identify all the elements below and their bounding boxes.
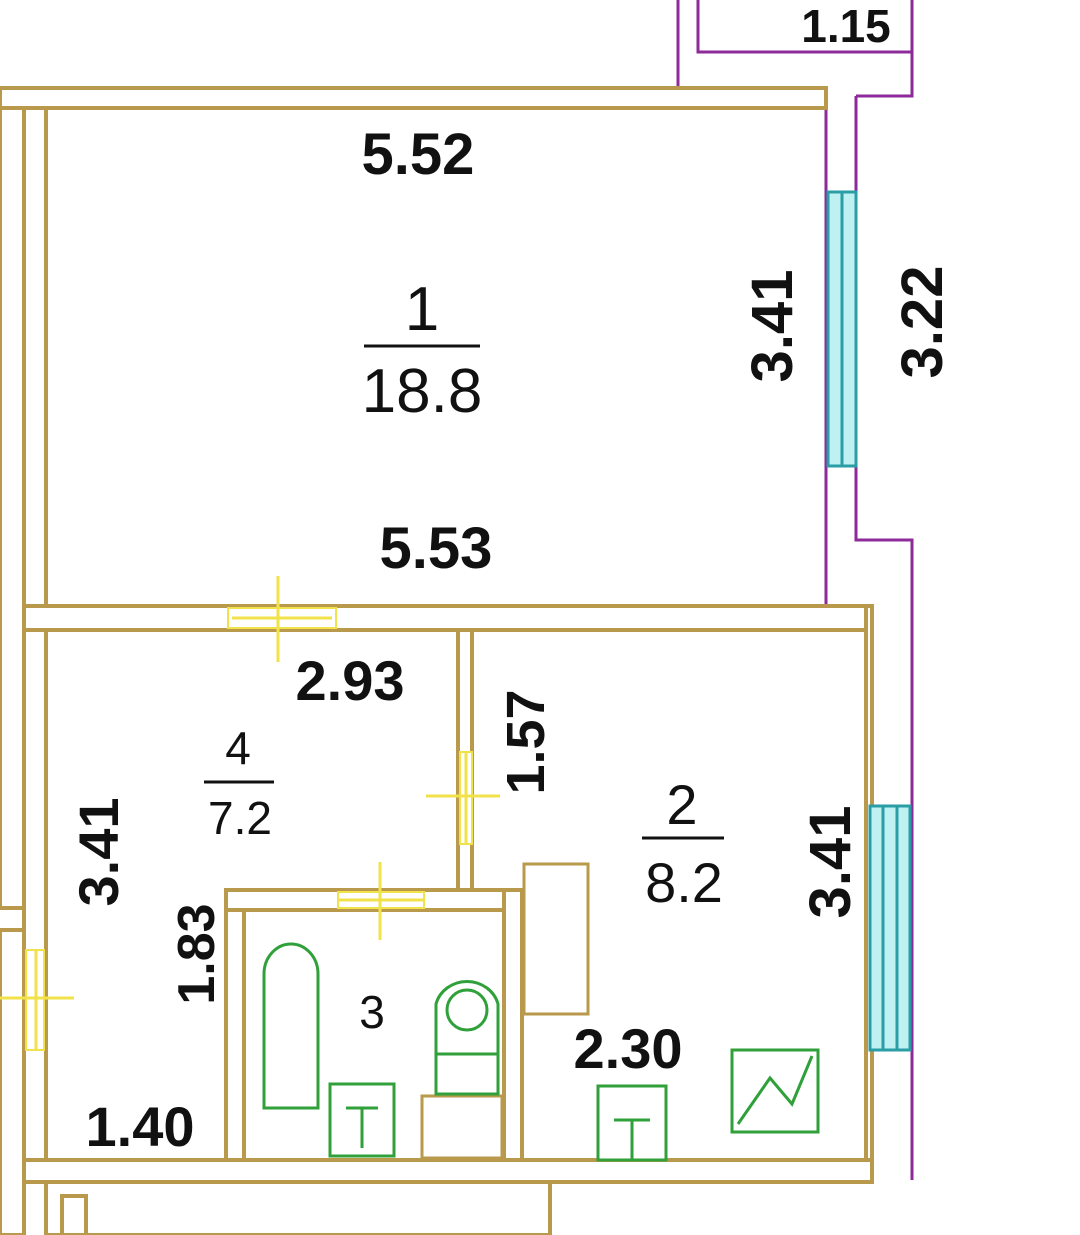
bath-cabinet — [420, 1094, 504, 1160]
dim-corridor-wall: 1.57 — [496, 689, 556, 794]
left-outer-wall-lower — [0, 928, 26, 1235]
room-area-2: 8.2 — [645, 851, 723, 914]
dim-balcony-width: 1.15 — [801, 0, 891, 52]
stove-icon — [730, 1048, 820, 1134]
bathtub-icon — [262, 942, 320, 1110]
left-outer-wall-segment — [0, 106, 26, 910]
kitchen-cabinet — [522, 862, 590, 1016]
dim-hall-top: 2.93 — [296, 649, 405, 712]
top-wall — [0, 86, 828, 110]
dimensions: 1.15 5.52 5.53 3.41 3.22 2.93 3.41 1.40 … — [67, 0, 955, 1158]
door-entrance — [0, 949, 74, 1051]
left-wall-room1 — [22, 106, 48, 610]
room-number-2: 2 — [666, 773, 697, 836]
room-label-2: 2 8.2 — [642, 773, 724, 914]
room-label-4: 4 7.2 — [204, 722, 274, 844]
room-area-1: 18.8 — [362, 357, 483, 426]
room-label-1: 1 18.8 — [362, 275, 483, 426]
dim-hall-left: 3.41 — [67, 798, 130, 907]
room-number-1: 1 — [405, 275, 439, 344]
room-label-3: 3 — [359, 986, 385, 1038]
door-room1 — [227, 576, 337, 662]
window-room2 — [868, 804, 912, 1052]
dim-outer-right: 3.22 — [890, 266, 955, 379]
dim-room1-right: 3.41 — [740, 270, 805, 383]
lower-wall-next-unit — [44, 1180, 552, 1235]
room-labels: 1 18.8 2 8.2 3 4 7.2 — [204, 275, 724, 1038]
door-bathroom — [337, 862, 425, 940]
bath-right-wall — [502, 888, 524, 1162]
left-wall-hall — [22, 628, 48, 1162]
mid-horizontal-wall — [22, 604, 872, 632]
bottom-wall — [22, 1158, 874, 1184]
doors — [0, 576, 500, 1051]
lower-wall-stub — [60, 1194, 88, 1235]
dim-room1-bottom: 5.53 — [380, 516, 493, 581]
door-room2 — [426, 751, 500, 845]
room-number-3: 3 — [359, 986, 385, 1038]
bath-left-wall — [224, 908, 246, 1162]
fixtures — [262, 862, 820, 1162]
dim-hall-lower: 1.40 — [86, 1095, 195, 1158]
dim-kitchen-width: 2.30 — [574, 1017, 683, 1080]
dim-room1-top: 5.52 — [362, 122, 475, 187]
windows — [826, 190, 912, 1052]
room-area-4: 7.2 — [208, 792, 272, 844]
dim-bath-height: 1.83 — [168, 903, 226, 1004]
dim-room2-right: 3.41 — [798, 806, 863, 919]
room-number-4: 4 — [225, 722, 251, 774]
